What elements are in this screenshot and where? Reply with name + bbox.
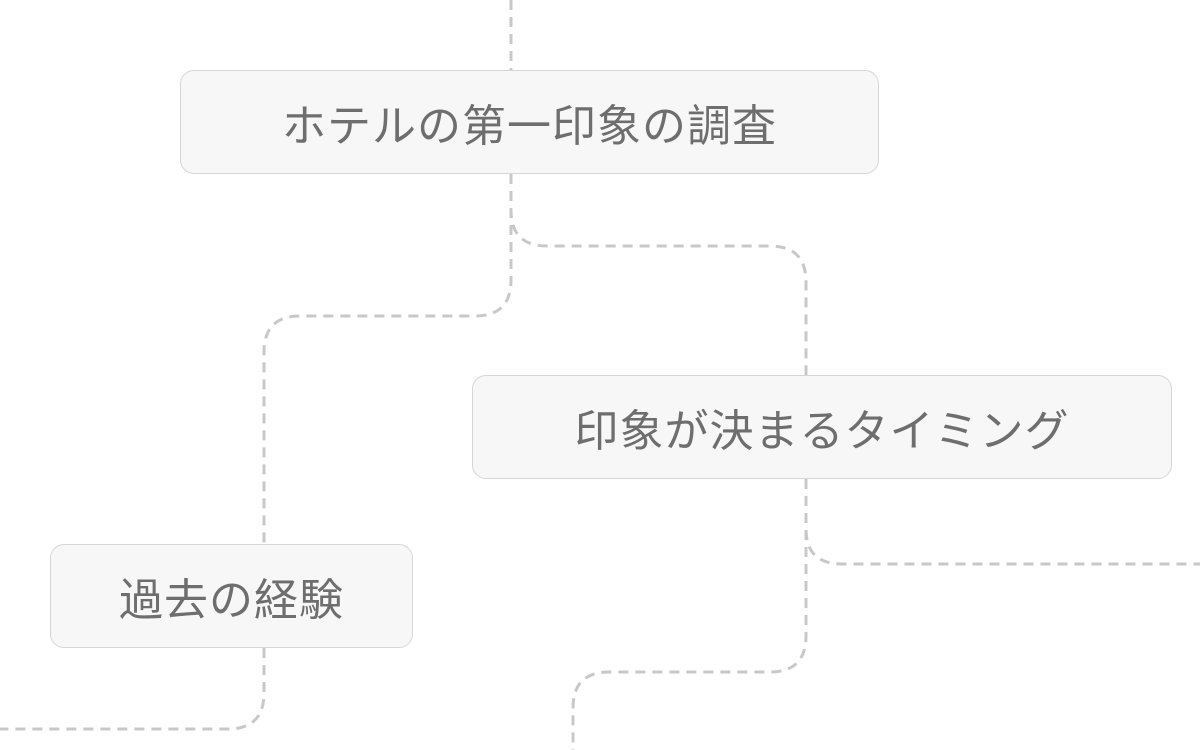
connector-root-to-timing	[509, 174, 808, 375]
topic-label: ホテルの第一印象の調査	[282, 101, 777, 152]
topic-node-impression-timing[interactable]: 印象が決まるタイミング	[472, 375, 1172, 479]
connector-timing-to-right	[804, 479, 1200, 566]
topic-node-past-experience[interactable]: 過去の経験	[50, 544, 413, 648]
topic-label: 印象が決まるタイミング	[574, 406, 1070, 457]
connector-past-to-left	[0, 648, 266, 731]
connector-root-to-past	[262, 174, 513, 544]
connector-timing-to-bottom	[571, 479, 808, 750]
topic-node-hotel-first-impression[interactable]: ホテルの第一印象の調査	[180, 70, 879, 174]
topic-label: 過去の経験	[119, 575, 344, 626]
